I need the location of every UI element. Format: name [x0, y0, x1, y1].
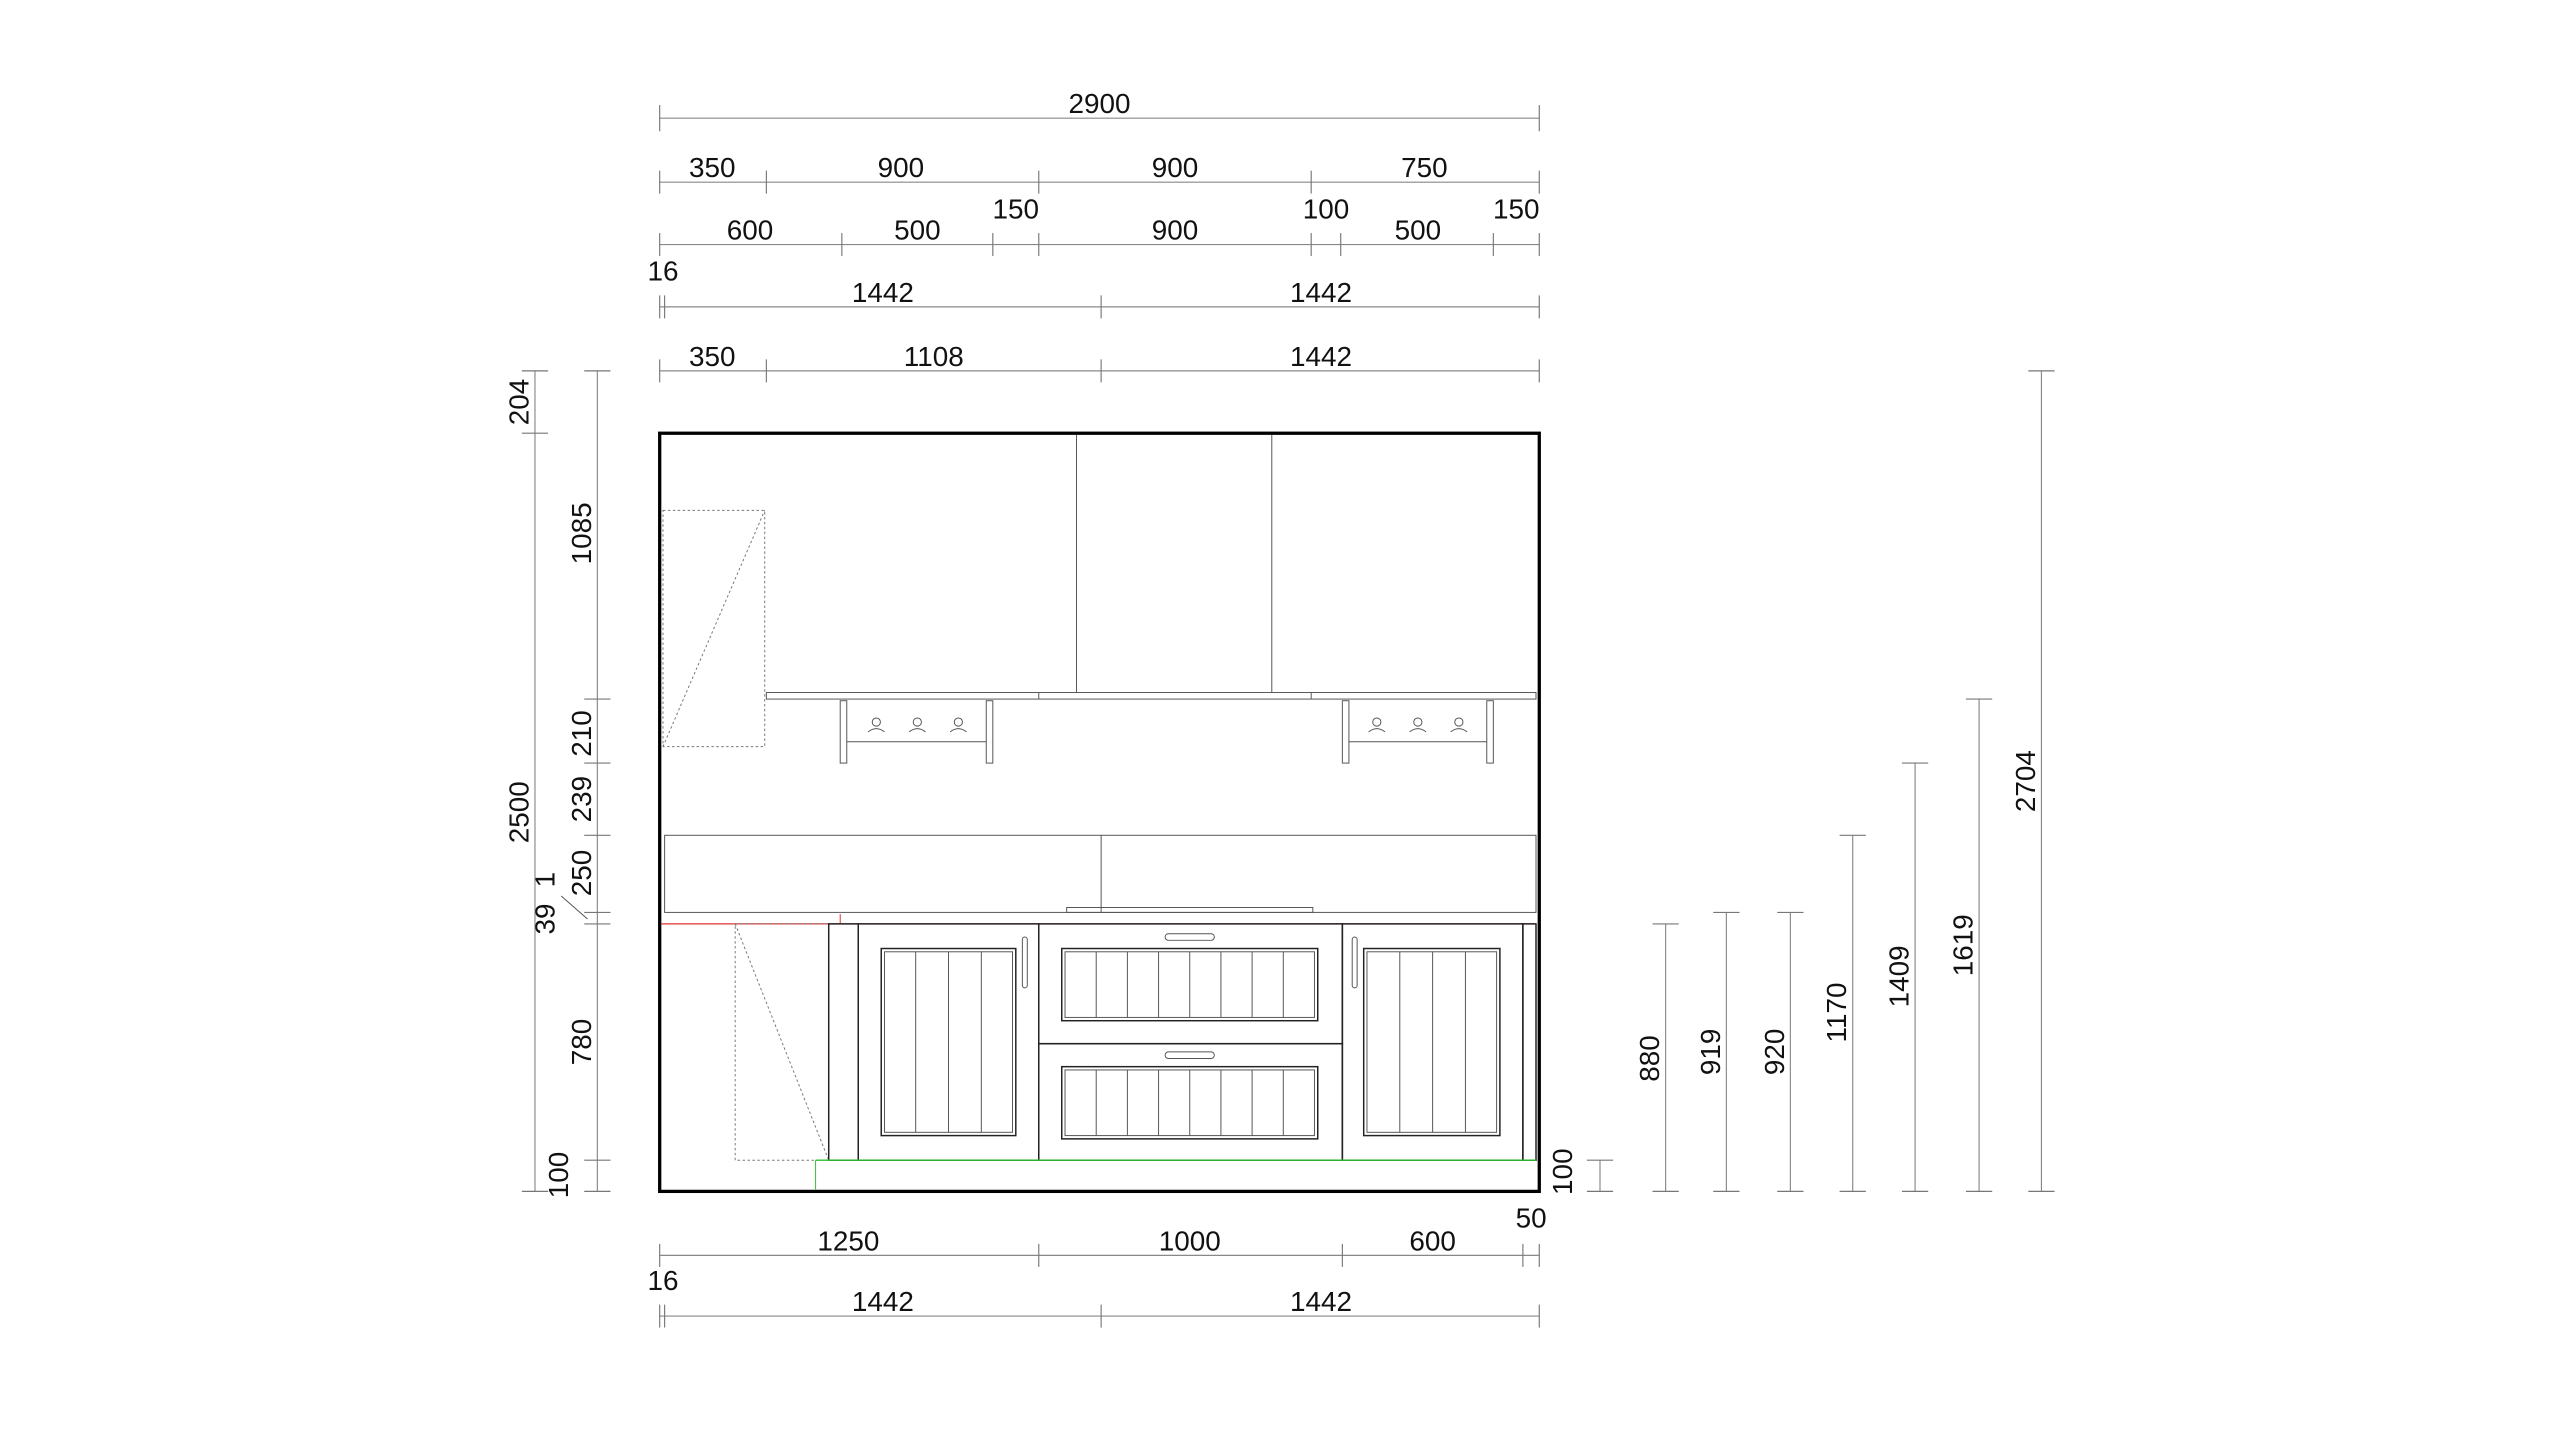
dim-label: 150: [993, 193, 1040, 224]
dim-label: 1085: [566, 502, 597, 564]
hook-icon: [949, 717, 967, 733]
dim-label: 1409: [1884, 945, 1915, 1007]
dim-label: 350: [689, 341, 736, 372]
backsplash-panel: [664, 834, 1537, 913]
dim-label: 1442: [852, 277, 914, 308]
dim-label: 880: [1634, 1035, 1665, 1082]
dim-label: 100: [1303, 193, 1350, 224]
dim-label: 1442: [1290, 277, 1352, 308]
hook-icon: [1409, 717, 1427, 733]
top-dimensions: 2900 350 900 900 750 600 500 150 900 100…: [647, 88, 1540, 383]
dim-label: 500: [894, 215, 941, 246]
dim-label: 204: [503, 379, 534, 426]
hook-rack-right: [1341, 700, 1494, 764]
dim-label: 919: [1695, 1029, 1726, 1076]
dim-label: 16: [647, 1265, 678, 1296]
dim-overall-width: 2900: [1068, 88, 1130, 119]
drawer-top: [1038, 923, 1344, 1045]
dim-label: 500: [1395, 215, 1442, 246]
dim-label: 900: [1152, 215, 1199, 246]
dim-label: 250: [566, 850, 597, 897]
handle-icon: [1351, 936, 1358, 989]
handle-icon: [1021, 936, 1028, 989]
dim-label: 1619: [1948, 914, 1979, 976]
dim-label: 780: [566, 1019, 597, 1066]
dim-label: 920: [1759, 1029, 1790, 1076]
hook-icon: [908, 717, 926, 733]
dim-label: 239: [566, 776, 597, 823]
bottom-dimensions: 1250 1000 600 50 16 1442 1442: [647, 1202, 1547, 1328]
dim-label: 2500: [503, 781, 534, 843]
dim-label: 900: [1152, 152, 1199, 183]
base-cabinets: [734, 923, 1537, 1161]
dim-label: 39: [530, 903, 561, 934]
dim-label: 1442: [1290, 1286, 1352, 1317]
dim-label: 1442: [852, 1286, 914, 1317]
base-door-right: [1341, 923, 1524, 1161]
dim-label: 1: [530, 872, 561, 888]
dim-label: 1000: [1159, 1225, 1221, 1256]
dim-label: 900: [878, 152, 925, 183]
dim-label: 2704: [2010, 750, 2041, 812]
dim-label: 1250: [817, 1225, 879, 1256]
wall-elevation: [658, 431, 1541, 1194]
dim-label: 750: [1401, 152, 1448, 183]
dim-label: 100: [1547, 1148, 1578, 1195]
left-dimensions: 204 2500 1085 210 239 250 39 1 780 100: [503, 370, 611, 1199]
dim-label: 150: [1493, 193, 1540, 224]
dim-label: 600: [727, 215, 774, 246]
dim-label: 600: [1409, 1225, 1456, 1256]
right-dimensions: 100 880 919 920 1170 1409 1619 2704: [1547, 370, 2055, 1195]
handle-icon: [1164, 933, 1215, 941]
dim-label: 50: [1516, 1202, 1547, 1233]
wall-cabinets: [662, 434, 1537, 748]
hook-icon: [1368, 717, 1386, 733]
dim-label: 1108: [904, 341, 964, 372]
dim-label: 210: [566, 710, 597, 757]
base-door-left: [857, 923, 1040, 1161]
drawer-bottom: [1038, 1042, 1344, 1161]
dim-label: 16: [647, 256, 678, 287]
dim-label: 1170: [1821, 983, 1852, 1043]
dim-label: 100: [543, 1152, 574, 1199]
dim-label: 350: [689, 152, 736, 183]
hook-icon: [1450, 717, 1468, 733]
dim-label: 1442: [1290, 341, 1352, 372]
handle-icon: [1164, 1051, 1215, 1059]
hook-rack-left: [839, 700, 994, 764]
hook-icon: [867, 717, 885, 733]
